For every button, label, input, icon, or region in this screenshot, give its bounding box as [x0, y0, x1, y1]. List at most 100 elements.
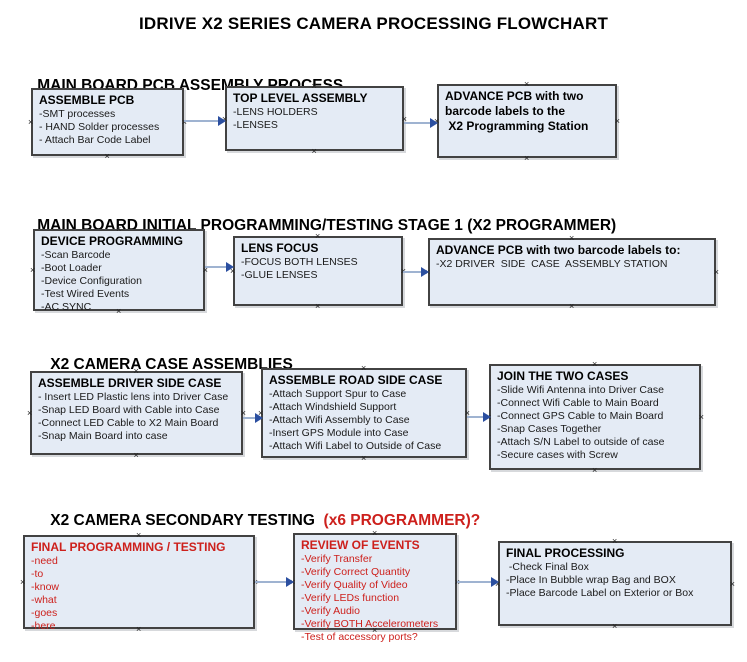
connector-arrow[interactable]	[457, 577, 499, 587]
box-item: -to	[31, 568, 44, 580]
box-item: -Attach Support Spur to Case	[269, 388, 407, 400]
box-title: TOP LEVEL ASSEMBLY	[233, 91, 368, 105]
flow-box-assemble-pcb[interactable]: ASSEMBLE PCB -SMT processes - HAND Solde…	[28, 84, 187, 161]
connector-handle-icon: ×	[612, 536, 618, 546]
box-item: -Attach Wifi Assembly to Case	[269, 414, 410, 426]
arrowhead-icon	[491, 577, 499, 587]
box-item: -LENSES	[233, 119, 278, 131]
connector-line	[184, 120, 221, 122]
box-item: -goes	[31, 607, 58, 619]
flow-box-assemble-driver-side-case[interactable]: ASSEMBLE DRIVER SIDE CASE - Insert LED P…	[27, 367, 246, 460]
connector-line	[403, 271, 424, 273]
box-item: -Verify LEDs function	[301, 592, 400, 604]
box-item: -Connect GPS Cable to Main Board	[497, 410, 664, 422]
arrowhead-icon	[218, 116, 226, 126]
box-item: -Verify BOTH Accelerometers	[301, 618, 439, 630]
box-item: -Test of accessory ports?	[301, 631, 418, 643]
box-item: - Attach Bar Code Label	[39, 134, 151, 146]
connector-handle-icon: ×	[592, 465, 598, 475]
connector-handle-icon: ×	[311, 146, 317, 156]
connector-handle-icon: ×	[20, 577, 26, 587]
connector-handle-icon: ×	[729, 578, 735, 589]
box-item: -need	[31, 555, 58, 567]
box-item: -Device Configuration	[41, 275, 142, 287]
connector-handle-icon: ×	[698, 412, 704, 422]
box-item: -Check Final Box	[506, 561, 589, 573]
connector-handle-icon: ×	[524, 153, 530, 163]
arrowhead-icon	[430, 118, 438, 128]
box-title: ASSEMBLE DRIVER SIDE CASE	[38, 376, 222, 390]
connector-handle-icon: ×	[315, 301, 321, 311]
box-title: ASSEMBLE ROAD SIDE CASE	[269, 373, 443, 387]
box-item: - Insert LED Plastic lens into Driver Ca…	[38, 391, 229, 403]
arrowhead-icon	[226, 262, 234, 272]
connector-line	[404, 122, 433, 124]
section-heading-text: X2 CAMERA SECONDARY TESTING	[50, 512, 324, 529]
flow-box-final-processing[interactable]: FINAL PROCESSING -Check Final Box -Place…	[495, 536, 735, 631]
connector-handle-icon: ×	[592, 359, 598, 369]
flow-box-lens-focus[interactable]: LENS FOCUS -FOCUS BOTH LENSES -GLUE LENS…	[230, 232, 406, 311]
box-item: -Attach Wifi Label to Outside of Case	[269, 440, 442, 452]
box-item: -Insert GPS Module into Case	[269, 427, 409, 439]
section-heading-red-text: (x6 PROGRAMMER)?	[323, 512, 481, 529]
flow-box-device-programming[interactable]: DEVICE PROGRAMMING -Scan Barcode -Boot L…	[30, 225, 208, 316]
connector-handle-icon: ×	[569, 301, 575, 311]
box-item: -Snap Main Board into case	[38, 430, 168, 442]
flow-box-review-of-events[interactable]: REVIEW OF EVENTS -Verify Transfer -Verif…	[290, 529, 460, 644]
box-title: FINAL PROGRAMMING / TESTING	[31, 540, 226, 554]
box-item: -Place Barcode Label on Exterior or Box	[506, 587, 694, 599]
flow-box-join-the-two-cases[interactable]: JOIN THE TWO CASES -Slide Wifi Antenna i…	[486, 359, 704, 475]
box-item: -Test Wired Events	[41, 288, 130, 300]
connector-handle-icon: ×	[28, 117, 34, 127]
connector-handle-icon: ×	[361, 363, 367, 373]
flow-box-advance-pcb-driver-side-station[interactable]: ADVANCE PCB with two barcode labels to: …	[425, 234, 719, 311]
section-heading-secondary-testing: X2 CAMERA SECONDARY TESTING (x6 PROGRAMM…	[33, 494, 480, 548]
connector-handle-icon: ×	[133, 450, 139, 460]
connector-arrow[interactable]	[243, 413, 263, 423]
flow-box-final-programming-testing[interactable]: FINAL PROGRAMMING / TESTING -need -to -k…	[20, 531, 258, 634]
connector-handle-icon: ×	[361, 453, 367, 463]
box-item: -AC SYNC	[41, 301, 92, 313]
flow-box-advance-pcb-programming-station[interactable]: ADVANCE PCB with two barcode labels to t…	[434, 80, 620, 163]
connector-arrow[interactable]	[403, 267, 429, 277]
box-item: -know	[31, 581, 60, 593]
flow-box-top-level-assembly[interactable]: TOP LEVEL ASSEMBLY -LENS HOLDERS -LENSES…	[222, 82, 407, 156]
connector-arrow[interactable]	[184, 116, 226, 126]
connector-handle-icon: ×	[30, 265, 36, 275]
flow-box-assemble-road-side-case[interactable]: ASSEMBLE ROAD SIDE CASE -Attach Support …	[258, 363, 470, 463]
arrowhead-icon	[483, 412, 491, 422]
box-item: -SMT processes	[39, 108, 116, 120]
box-title: ASSEMBLE PCB	[39, 93, 135, 107]
box-title: REVIEW OF EVENTS	[301, 538, 420, 552]
box-title: ADVANCE PCB with two barcode labels to t…	[445, 89, 589, 133]
box-title: LENS FOCUS	[241, 241, 319, 255]
box-item: -Snap LED Board with Cable into Case	[38, 404, 220, 416]
box-item: -what	[31, 594, 57, 606]
box-title: JOIN THE TWO CASES	[497, 369, 629, 383]
box-item: -LENS HOLDERS	[233, 106, 318, 118]
box-title: DEVICE PROGRAMMING	[41, 234, 184, 248]
box-item: -Slide Wifi Antenna into Driver Case	[497, 384, 664, 396]
connector-line	[205, 266, 229, 268]
connector-line	[255, 581, 289, 583]
box-title: FINAL PROCESSING	[506, 546, 625, 560]
arrowhead-icon	[286, 577, 294, 587]
box-item: -Snap Cases Together	[497, 423, 602, 435]
connector-line	[457, 581, 494, 583]
box-item: - HAND Solder processes	[39, 121, 160, 133]
box-item: -Place In Bubble wrap Bag and BOX	[506, 574, 676, 586]
connector-arrow[interactable]	[255, 577, 294, 587]
box-item: -Connect Wifi Cable to Main Board	[497, 397, 659, 409]
connector-arrow[interactable]	[404, 118, 438, 128]
connector-handle-icon: ×	[27, 408, 33, 418]
connector-handle-icon: ×	[104, 151, 110, 161]
connector-arrow[interactable]	[467, 412, 491, 422]
box-title: ADVANCE PCB with two barcode labels to:	[436, 243, 681, 257]
connector-handle-icon: ×	[614, 116, 620, 126]
box-item: -GLUE LENSES	[241, 269, 318, 281]
connector-line	[467, 416, 486, 418]
box-item: -X2 DRIVER SIDE CASE ASSEMBLY STATION	[436, 258, 668, 270]
connector-arrow[interactable]	[205, 262, 234, 272]
box-item: -Verify Quality of Video	[301, 579, 408, 591]
